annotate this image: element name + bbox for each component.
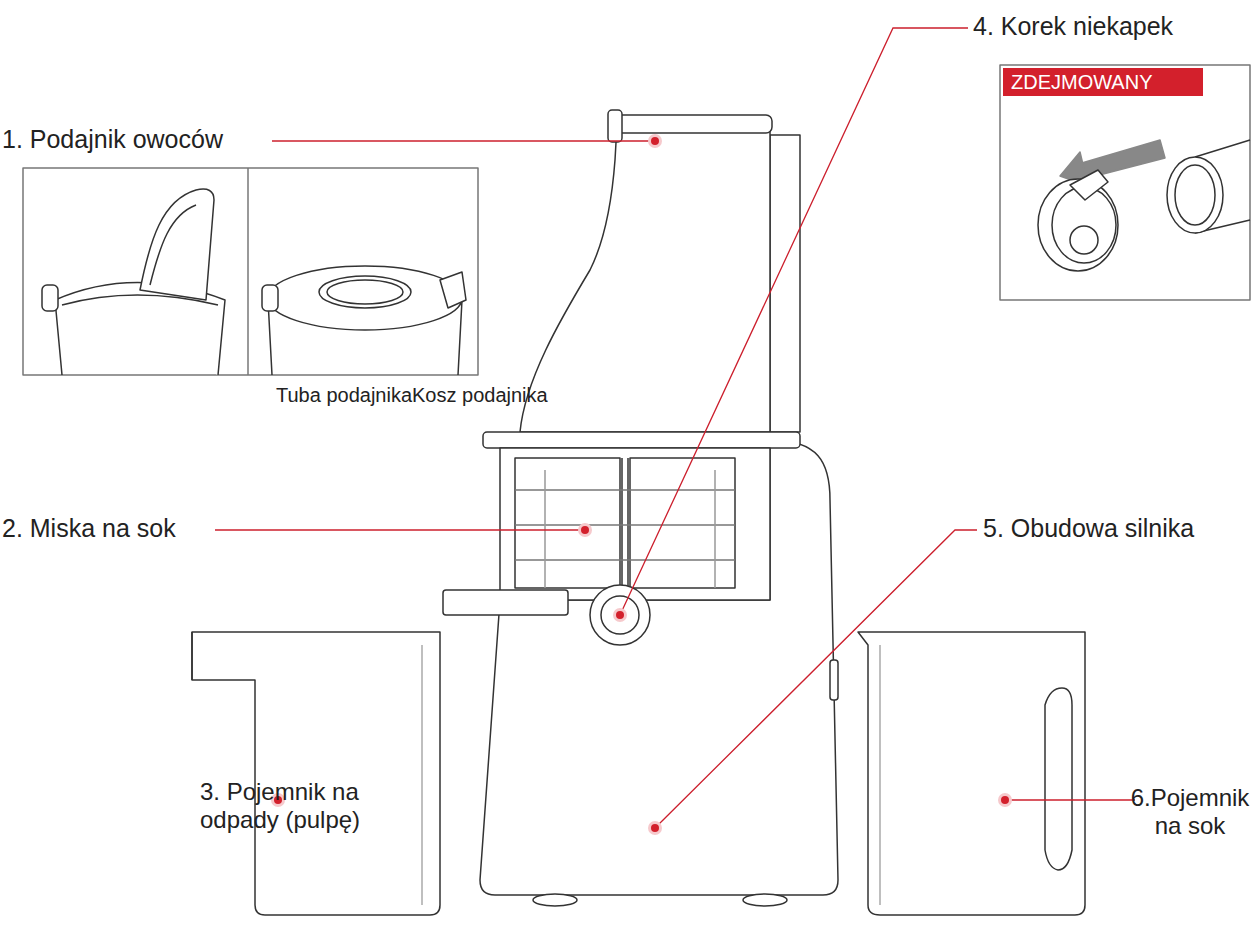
inset-frame <box>23 168 478 375</box>
part-label: 1. Podajnik owoców <box>2 125 272 154</box>
motor-housing <box>480 440 838 906</box>
inset-frame <box>1000 65 1250 300</box>
inset-caption: Tuba podajnikaKosz podajnika <box>276 384 636 407</box>
callout-dots <box>271 134 1012 835</box>
leader-line <box>272 140 655 141</box>
drip-stop-sketch <box>1038 140 1250 271</box>
juice-container <box>858 632 1085 915</box>
part-label: 5. Obudowa silnika <box>983 514 1253 543</box>
callout-dot <box>613 608 627 622</box>
part-label: 3. Pojemnik na odpady (pulpę) <box>200 778 378 833</box>
feeder <box>520 110 800 432</box>
feeder-closed-sketch <box>262 266 466 375</box>
callout-dot <box>998 793 1012 807</box>
badge-text: ZDEJMOWANY <box>1011 71 1152 94</box>
leader-line <box>655 530 977 828</box>
juice-bowl <box>443 432 800 645</box>
callout-dot <box>648 821 662 835</box>
part-label: 4. Korek niekapek <box>973 12 1253 41</box>
part-label: 6.Pojemnik na sok <box>1124 784 1256 839</box>
inset-divider <box>247 168 249 375</box>
leader-line <box>215 529 585 530</box>
leader-line <box>1005 799 1135 800</box>
part-label: 2. Miska na sok <box>2 514 222 543</box>
leader-lines <box>215 28 1135 828</box>
callout-dot <box>578 523 592 537</box>
leader-line <box>620 28 968 615</box>
badge-band: ZDEJMOWANY <box>1003 68 1203 96</box>
callout-dot <box>648 134 662 148</box>
pulp-container <box>192 632 440 915</box>
feeder-open-sketch <box>42 189 225 375</box>
